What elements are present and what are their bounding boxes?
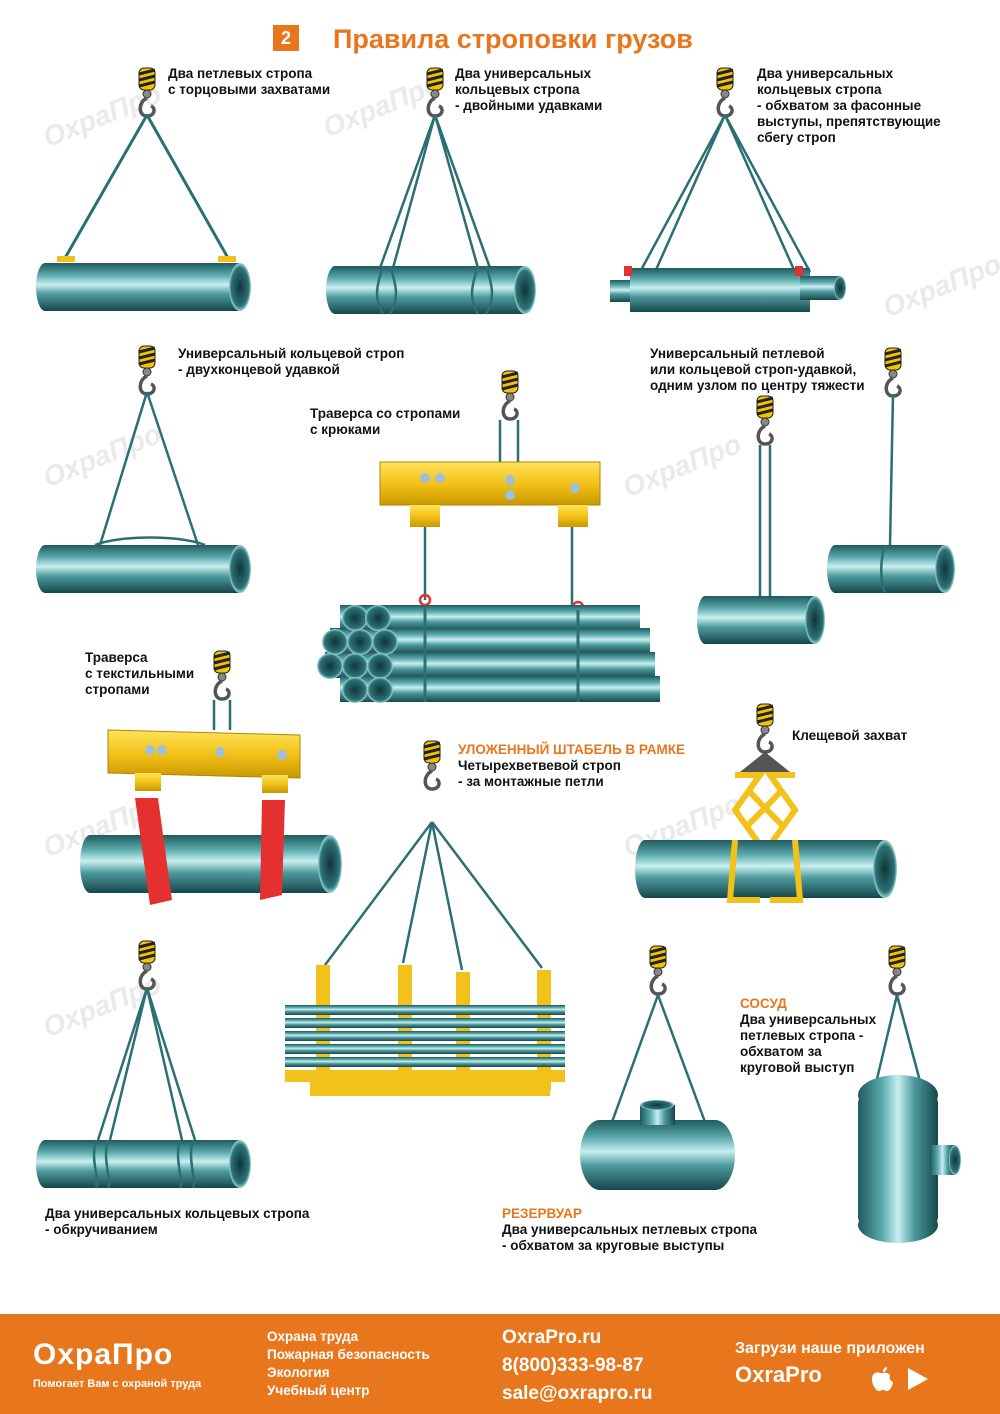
- section-number: 2: [273, 25, 299, 51]
- fig-end-grips: [36, 66, 251, 311]
- rigging-illustrations: [36, 66, 961, 1243]
- service-item[interactable]: Учебный центр: [267, 1383, 370, 1398]
- service-item[interactable]: Экология: [267, 1365, 330, 1380]
- google-play-icon[interactable]: [908, 1368, 928, 1390]
- apple-icon[interactable]: [872, 1367, 893, 1391]
- fig-single-choke: [697, 346, 955, 644]
- fig-double-choke: [326, 66, 536, 315]
- app-promo-text: Загрузи наше приложен: [735, 1340, 925, 1357]
- footer-services: Охрана труда Пожарная безопасность Эколо…: [267, 1328, 430, 1400]
- fig-traverse-hooks: [317, 369, 660, 703]
- service-item[interactable]: Пожарная безопасность: [267, 1347, 430, 1362]
- phone-link[interactable]: 8(800)333-98-87: [502, 1355, 644, 1376]
- footer-tagline: Помогает Вам с охраной труда: [33, 1378, 202, 1390]
- site-link[interactable]: OxraPro.ru: [502, 1327, 602, 1348]
- footer-logo[interactable]: ОхраПро: [33, 1338, 174, 1371]
- fig-two-end-choke: [36, 344, 251, 593]
- app-store-icons: [872, 1367, 928, 1391]
- fig-textile-slings: [80, 649, 342, 905]
- fig-shaped-projections: [610, 66, 846, 312]
- fig-vessel: [858, 944, 961, 1243]
- app-name: OxraPro: [735, 1362, 822, 1387]
- email-link[interactable]: sale@oxrapro.ru: [502, 1383, 653, 1404]
- caption-wrapping: Два универсальных кольцевых стропа- обкр…: [45, 1206, 310, 1237]
- fig-tank: [580, 944, 735, 1190]
- fig-stack-frame: [285, 739, 565, 1096]
- fig-clamp-grip: [635, 702, 897, 903]
- service-item[interactable]: Охрана труда: [267, 1329, 359, 1344]
- page-title: Правила строповки грузов: [333, 24, 693, 54]
- footer: ОхраПро Помогает Вам с охраной труда Охр…: [0, 1314, 1000, 1414]
- fig-wrapping: [36, 939, 251, 1189]
- footer-contacts: OxraPro.ru 8(800)333-98-87 sale@oxrapro.…: [502, 1324, 653, 1408]
- caption-two-end-choke: Универсальный кольцевой строп- двухконце…: [178, 346, 405, 377]
- caption-clamp-grip: Клещевой захват: [792, 728, 908, 743]
